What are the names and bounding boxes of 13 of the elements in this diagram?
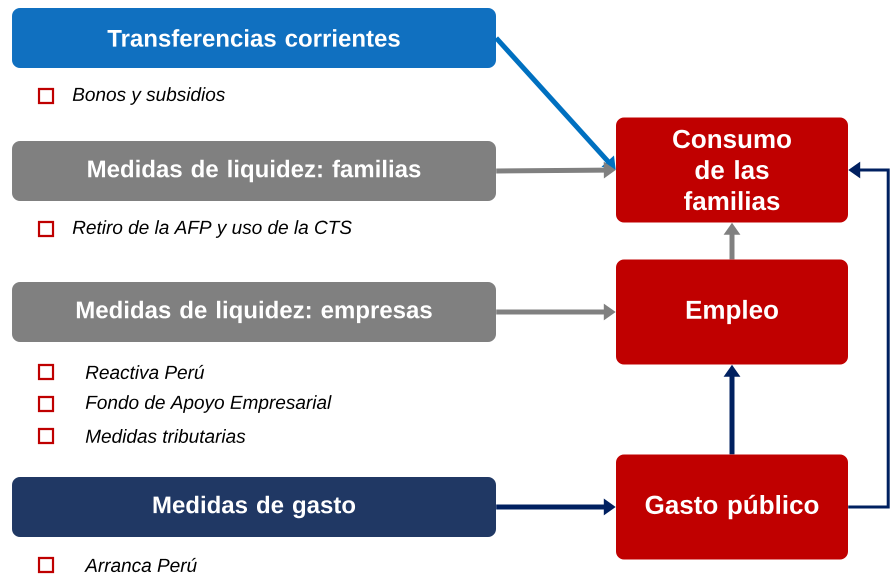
process-box: Empleo bbox=[616, 260, 848, 364]
process-box: Medidas de gasto bbox=[12, 477, 496, 537]
list-item: Medidas tributarias bbox=[86, 429, 246, 443]
process-box: Medidas de liquidez: empresas bbox=[12, 282, 496, 342]
list-item: Arranca Perú bbox=[84, 558, 197, 572]
list-item: Bonos y subsidios bbox=[72, 87, 225, 105]
process-box: Medidas de liquidez: familias bbox=[12, 141, 496, 201]
list-item: Fondo de Apoyo Empresarial bbox=[86, 395, 332, 413]
process-box: Transferencias corrientes bbox=[12, 8, 496, 68]
process-box: Gasto público bbox=[616, 454, 848, 560]
process-box: Consumo de las familias bbox=[616, 118, 848, 222]
list-item: Reactiva Perú bbox=[86, 364, 204, 380]
list-item: Retiro de la AFP y uso de la CTS bbox=[72, 220, 352, 238]
